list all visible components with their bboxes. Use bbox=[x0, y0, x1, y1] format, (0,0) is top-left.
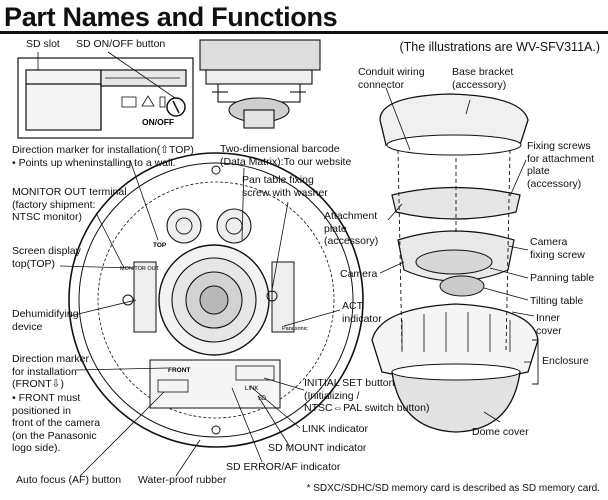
label-front-bullet: • FRONT must positioned in front of the … bbox=[12, 392, 101, 454]
label-sd-error-indicator: SD ERROR/AF indicator bbox=[226, 461, 341, 473]
title-rule bbox=[0, 31, 608, 34]
exploded-leaders bbox=[379, 87, 535, 423]
footnote: * SDXC/SDHC/SD memory card is described … bbox=[306, 483, 600, 494]
label-tilting-table: Tilting table bbox=[530, 295, 584, 307]
label-sd-slot: SD slot bbox=[26, 38, 60, 50]
label-direction-marker-top-bullet: • Points up wheninstalling to a wall. bbox=[12, 157, 176, 169]
label-fixing-screws: Fixing screws for attachment plate (acce… bbox=[527, 140, 595, 190]
label-barcode: Two-dimensional barcode (Data Matrix):To… bbox=[220, 143, 352, 168]
camera-main-leaders bbox=[59, 159, 341, 477]
label-sd-onoff-button: SD ON/OFF button bbox=[76, 38, 166, 50]
board-top-text: TOP bbox=[153, 242, 167, 249]
label-camera-fixing-screw: Camera fixing screw bbox=[530, 236, 585, 261]
sd-slot-inset bbox=[17, 57, 194, 139]
label-dome-cover: Dome cover bbox=[472, 426, 529, 438]
label-initial-set-button: INITIAL SET button (Initializing / NTSC⇔… bbox=[304, 377, 430, 414]
camera-top-view bbox=[199, 39, 321, 129]
label-direction-marker-top: Direction marker for installation(⇧TOP) bbox=[12, 144, 194, 156]
exploded-view bbox=[371, 93, 539, 433]
board-front-text: FRONT bbox=[168, 367, 190, 374]
label-base-bracket: Base bracket (accessory) bbox=[452, 66, 514, 91]
label-panning-table: Panning table bbox=[530, 272, 595, 284]
label-dehumidifying-device: Dehumidifying device bbox=[12, 308, 79, 333]
label-link-indicator: LINK indicator bbox=[302, 423, 368, 435]
illustration-note: (The illustrations are WV-SFV311A.) bbox=[399, 40, 600, 54]
label-enclosure: Enclosure bbox=[542, 355, 589, 367]
board-link-text: LINK bbox=[245, 386, 258, 392]
label-screen-display-top: Screen display top(TOP) bbox=[12, 245, 81, 270]
label-monitor-out: MONITOR OUT terminal (factory shipment: … bbox=[12, 186, 127, 223]
label-direction-marker-front: Direction marker for installation (FRONT… bbox=[12, 353, 90, 390]
camera-main-body bbox=[68, 152, 364, 448]
label-auto-focus-button: Auto focus (AF) button bbox=[16, 474, 122, 486]
exploded-dashed-guides bbox=[397, 149, 511, 351]
sd-slot-leaders bbox=[37, 51, 176, 99]
label-pan-table-screw: Pan table fixing screw with washer bbox=[242, 174, 328, 199]
label-camera: Camera bbox=[340, 268, 378, 280]
label-conduit-connector: Conduit wiring connector bbox=[358, 66, 425, 91]
label-attachment-plate: Attachment plate (accessory) bbox=[324, 210, 379, 247]
enclosure-bracket bbox=[532, 339, 539, 385]
board-panasonic-text: Panasonic bbox=[282, 326, 308, 332]
label-waterproof-rubber: Water-proof rubber bbox=[138, 474, 227, 486]
label-sd-mount-indicator: SD MOUNT indicator bbox=[268, 442, 367, 454]
page-title: Part Names and Functions bbox=[4, 2, 338, 32]
board-monitor-text: MONITOR OUT bbox=[120, 266, 160, 272]
label-inner-cover: Inner cover bbox=[536, 312, 562, 337]
inset-onoff-text: ON/OFF bbox=[142, 117, 174, 127]
label-act-indicator: ACT indicator bbox=[342, 300, 382, 325]
board-sd-text: SD bbox=[258, 396, 267, 402]
